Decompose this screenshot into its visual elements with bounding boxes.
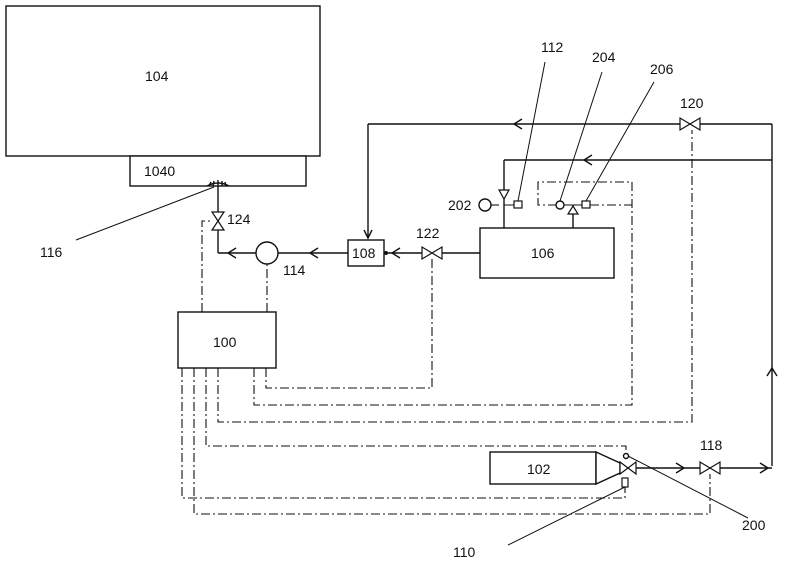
tank-104	[5, 5, 321, 157]
sensor-204	[555, 200, 565, 210]
valve-124-bottom	[210, 219, 226, 231]
leader-204	[559, 71, 603, 202]
cylinder-102-neck	[595, 450, 621, 486]
arrow-left-top	[512, 118, 523, 130]
valve-122-left	[421, 245, 434, 261]
controller-100-label: 100	[213, 334, 237, 350]
signal-100-118	[193, 368, 711, 515]
pump-114-label: 114	[283, 262, 306, 278]
box-108-label: 108	[352, 245, 376, 261]
valve-118-label: 118	[700, 437, 723, 453]
arrow-right-118	[675, 462, 686, 474]
cylinder-102-label: 102	[527, 461, 551, 477]
box-106-label: 106	[531, 245, 555, 261]
leader-116	[75, 186, 215, 241]
box-1040-label: 1040	[144, 163, 175, 179]
valve-122-right	[430, 245, 443, 261]
tank-104-label: 104	[145, 68, 169, 84]
pump-114	[255, 241, 279, 265]
valve-124-top	[210, 211, 226, 223]
signal-100-110	[181, 368, 626, 499]
arrow-right-riser	[759, 462, 770, 474]
valve-122-label: 122	[416, 225, 440, 241]
valve-118-left	[699, 460, 712, 476]
leader-112	[517, 61, 546, 202]
valve-120-left	[679, 116, 692, 132]
arrow-left-pump	[226, 247, 237, 259]
sensor-200	[622, 452, 630, 460]
valve-120-label: 120	[680, 95, 704, 111]
cylinder-102	[489, 451, 597, 485]
leader-110	[507, 486, 626, 546]
valve-118-right	[708, 460, 721, 476]
nozzle-116-label: 116	[40, 244, 63, 260]
sensor-110	[621, 477, 629, 488]
cyl-valve-left	[619, 460, 629, 476]
arrow-left-122	[390, 247, 401, 259]
label-110: 110	[453, 544, 476, 560]
valve-120-right	[688, 116, 701, 132]
arrow-down-108	[363, 229, 373, 240]
sensor-112	[513, 200, 523, 209]
sensor-206	[581, 200, 591, 209]
signal-100-200	[205, 368, 627, 454]
nozzle-116	[206, 180, 230, 187]
cyl-valve-right	[627, 460, 637, 476]
signal-100-204	[253, 181, 633, 406]
label-200: 200	[742, 517, 766, 533]
arrow-up-riser	[766, 366, 778, 377]
signal-100-122	[265, 259, 433, 389]
signal-100-120	[217, 130, 693, 423]
valve-124-label: 124	[227, 211, 251, 227]
label-204: 204	[592, 49, 616, 65]
label-202: 202	[448, 197, 472, 213]
controller-100	[177, 311, 277, 369]
sensor-202	[478, 198, 492, 212]
arrow-left-108	[308, 247, 319, 259]
leader-206	[585, 81, 655, 202]
signal-100-124	[201, 220, 212, 312]
label-112: 112	[541, 39, 564, 55]
arrow-left-second	[582, 154, 593, 166]
leader-200	[627, 455, 749, 519]
box-106	[479, 227, 615, 279]
valve-206-arrow	[566, 204, 580, 215]
label-206: 206	[650, 61, 674, 77]
check-valve-112	[497, 189, 511, 201]
